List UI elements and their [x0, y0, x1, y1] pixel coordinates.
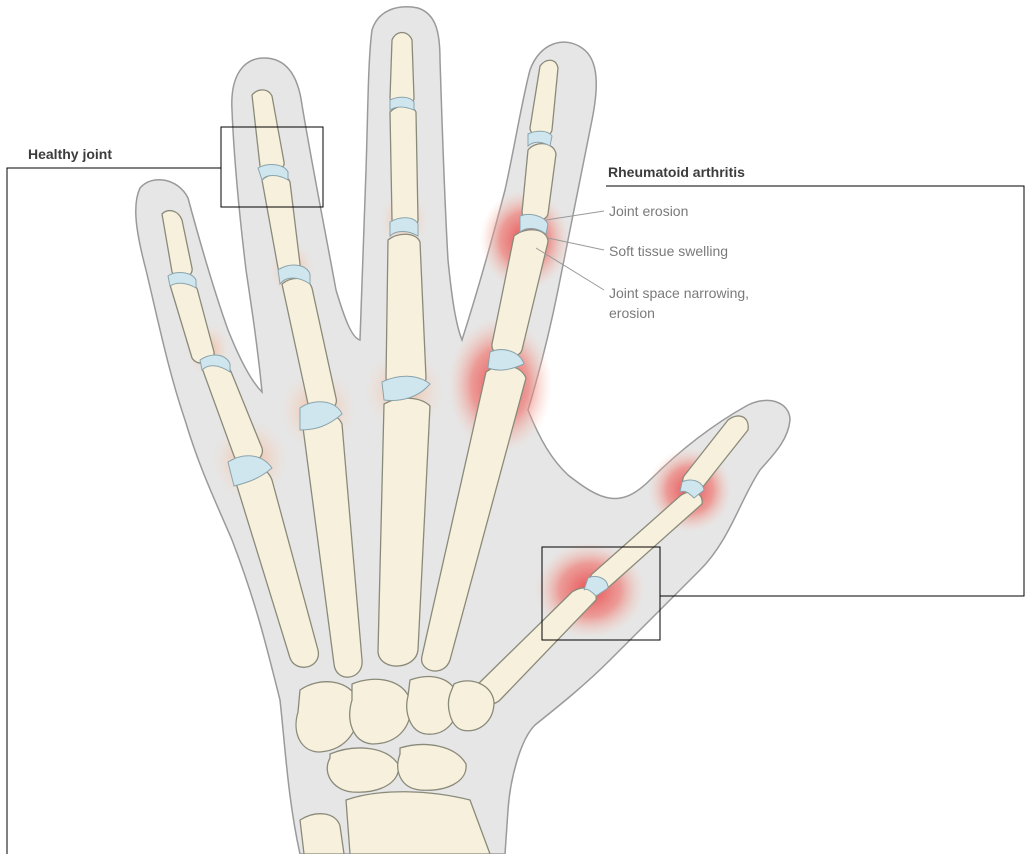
callout-narrowing-line1: Joint space narrowing,	[609, 283, 749, 303]
callout-joint-space-narrowing: Joint space narrowing, erosion	[609, 283, 749, 323]
healthy-joint-heading: Healthy joint	[28, 146, 112, 162]
callout-joint-erosion: Joint erosion	[609, 201, 688, 221]
ra-heading: Rheumatoid arthritis	[608, 164, 745, 180]
callout-narrowing-line2: erosion	[609, 303, 749, 323]
callout-soft-tissue-swelling: Soft tissue swelling	[609, 241, 728, 261]
